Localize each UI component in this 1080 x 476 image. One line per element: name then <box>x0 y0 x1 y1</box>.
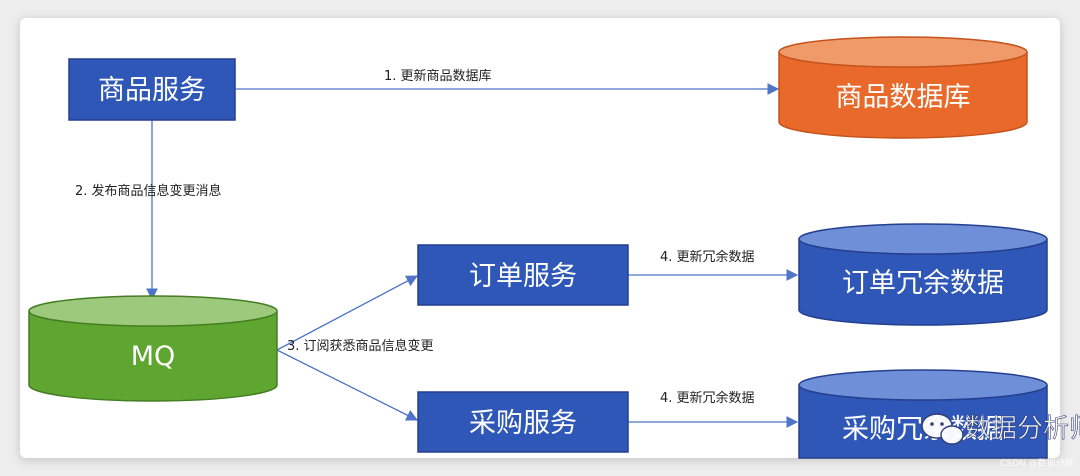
edge-label-subscribe-change: 3. 订阅获悉商品信息变更 <box>287 338 434 354</box>
edge-label-update-product-db: 1. 更新商品数据库 <box>384 68 492 84</box>
order-redundant-label: 订单冗余数据 <box>842 268 1004 299</box>
edge-mq-to-order <box>276 275 419 351</box>
order-service-node: 订单服务 <box>417 244 629 306</box>
purchase-service-label: 采购服务 <box>469 408 577 439</box>
watermark: 数据分析师 CSDN @数据分析 <box>921 413 1080 469</box>
product-service-node: 商品服务 <box>68 58 236 121</box>
product-db-label: 商品数据库 <box>836 82 971 113</box>
edge-mq-to-purchase <box>276 349 419 421</box>
order-redundant-node: 订单冗余数据 <box>798 223 1048 326</box>
edge-label-update-order-redundant: 4. 更新冗余数据 <box>660 249 755 265</box>
watermark-subtext: CSDN @数据分析 <box>1000 457 1074 469</box>
mq-node: MQ <box>28 295 278 402</box>
watermark-text: 数据分析师 <box>965 414 1080 444</box>
edge-label-update-purchase-redundant: 4. 更新冗余数据 <box>660 390 755 406</box>
purchase-service-node: 采购服务 <box>417 391 629 453</box>
wechat-icon <box>921 413 964 445</box>
order-service-label: 订单服务 <box>469 261 577 292</box>
mq-label: MQ <box>131 341 176 372</box>
product-service-label: 商品服务 <box>98 75 206 106</box>
product-db-node: 商品数据库 <box>778 36 1028 139</box>
edge-label-publish-change: 2. 发布商品信息变更消息 <box>75 183 222 199</box>
